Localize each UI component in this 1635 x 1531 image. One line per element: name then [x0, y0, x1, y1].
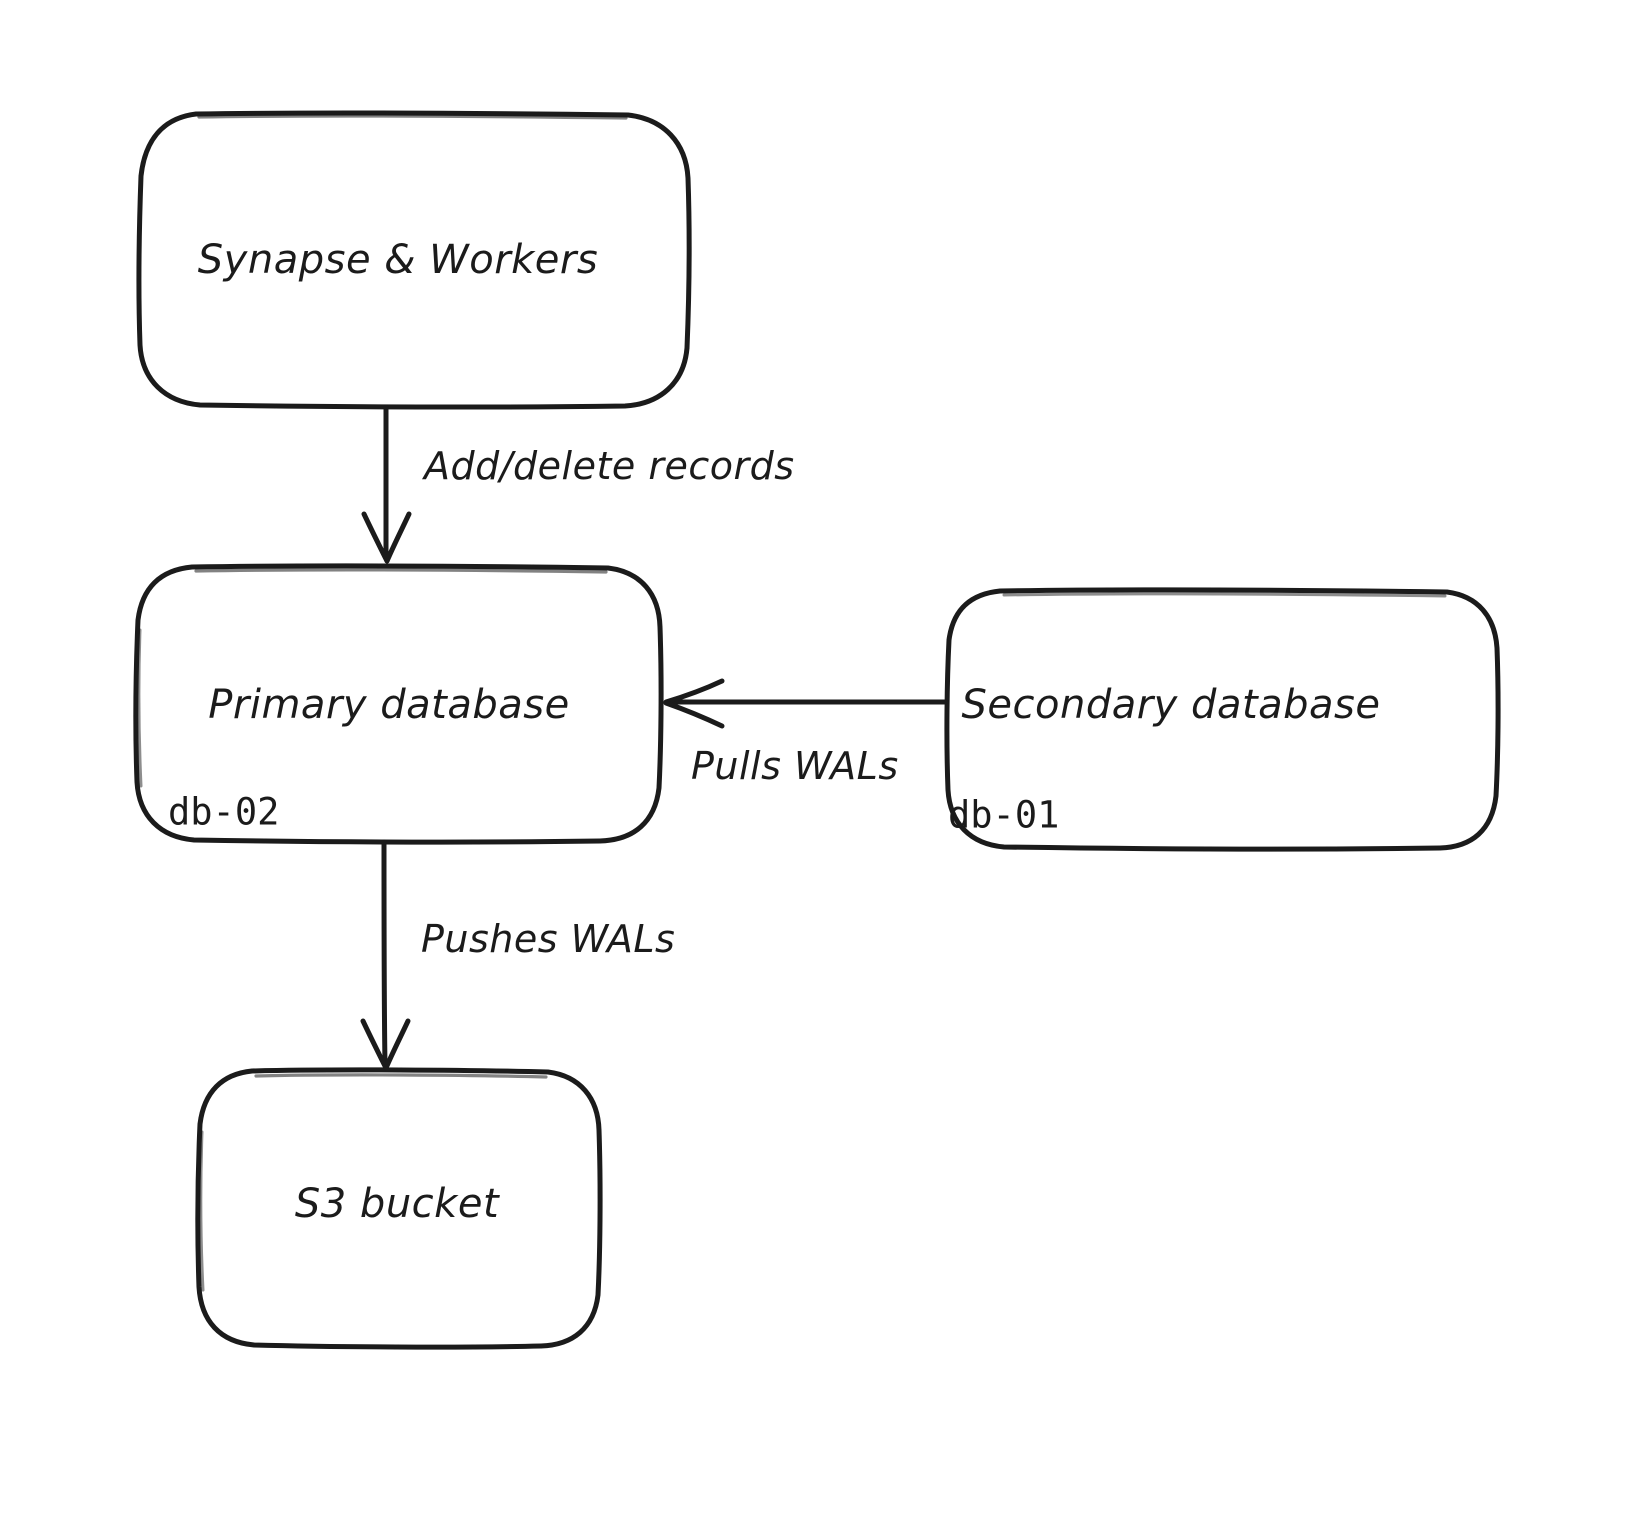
node-s3-bucket-shape[interactable]: [195, 1067, 603, 1350]
edge-primary-to-s3: [360, 839, 411, 1071]
node-label-synapse: Synapse & Workers: [197, 237, 599, 283]
node-synapse-shape[interactable]: [136, 110, 692, 410]
node-primary-db-shape[interactable]: [133, 563, 664, 845]
node-label-primary-db: Primary database: [208, 682, 570, 728]
node-sublabel-secondary-db: db-01: [948, 793, 1060, 837]
node-sublabel-primary-db: db-02: [168, 790, 280, 834]
node-label-secondary-db: Secondary database: [961, 682, 1381, 728]
node-secondary-db-shape[interactable]: [944, 587, 1501, 852]
edge-label-pulls-wals: Pulls WALs: [691, 744, 899, 788]
edge-label-pushes-wals: Pushes WALs: [421, 917, 676, 961]
edge-synapse-to-primary: [361, 404, 412, 564]
edge-label-add-delete-records: Add/delete records: [424, 444, 795, 488]
node-label-s3-bucket: S3 bucket: [294, 1181, 500, 1227]
edge-secondary-to-primary: [663, 678, 949, 729]
